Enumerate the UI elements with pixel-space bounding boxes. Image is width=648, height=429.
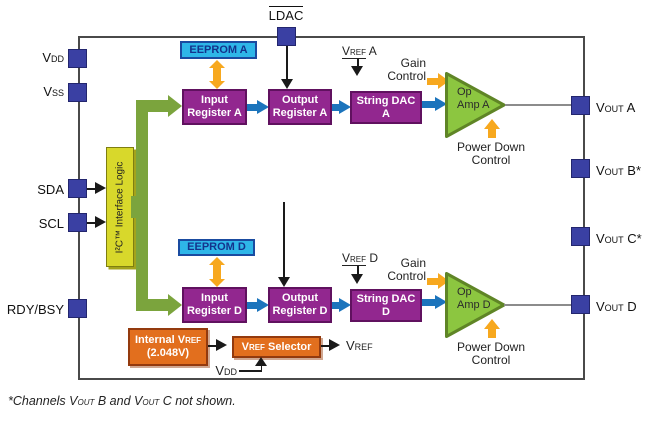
arrow-right-icon [95, 182, 106, 194]
ldac-pin [277, 27, 296, 46]
scl-pin [68, 213, 87, 232]
vout-b-pin [571, 159, 590, 178]
arrow-up-icon [209, 60, 225, 68]
i2c-bus-arm-a [147, 100, 168, 112]
vref-out-line [321, 345, 330, 347]
op-amp-a-triangle [445, 72, 506, 138]
arrow-down-icon [209, 279, 225, 287]
arrow-down-icon [281, 79, 293, 89]
arrow-right-icon [438, 73, 449, 89]
gain-d-shaft [427, 278, 438, 285]
arrow-right-icon [168, 294, 182, 316]
power-down-d-shaft [488, 329, 496, 338]
vout-a-pin-label: VOUT A [596, 100, 636, 115]
vout-d-line [504, 304, 571, 306]
sda-line [87, 188, 97, 190]
vdd-pin-label: VDD [42, 50, 64, 65]
vref-d-line [357, 266, 359, 274]
sda-pin-label: SDA [37, 182, 64, 197]
i2c-bus-trunk [136, 100, 148, 311]
internal-vref-block: Internal VREF (2.048V) [128, 328, 208, 366]
vout-c-pin [571, 227, 590, 246]
flow-shaft [247, 302, 258, 309]
arrow-right-icon [339, 298, 351, 312]
vout-b-pin-label: VOUT B* [596, 163, 642, 178]
flow-shaft [332, 104, 340, 111]
footnote: *Channels VOUT B and VOUT C not shown. [8, 394, 236, 408]
arrow-down-icon [278, 277, 290, 287]
vss-pin-label: VSS [43, 84, 64, 99]
rdy-bsy-pin [68, 299, 87, 318]
chip-boundary [78, 36, 585, 380]
scl-line [87, 222, 97, 224]
arrow-up-icon [209, 257, 225, 265]
string-dac-d-block: String DAC D [350, 289, 422, 322]
scl-pin-label: SCL [38, 216, 64, 231]
vref-d-label: VREF D [342, 251, 379, 266]
vref-a-line [357, 58, 359, 66]
gain-a-shaft [427, 78, 438, 85]
vdd-selector-vline [260, 365, 262, 371]
arrow-right-icon [329, 339, 340, 351]
arrow-right-icon [438, 273, 449, 289]
arrow-right-icon [339, 100, 351, 114]
vref-a-label: VREF A [342, 44, 377, 59]
i2c-interface-logic-label: I²C™ Interface Logic [114, 161, 126, 253]
flow-shaft [332, 302, 340, 309]
arrow-up-icon [255, 357, 267, 366]
op-amp-d-triangle [445, 272, 506, 338]
arrow-right-icon [257, 298, 269, 312]
eeprom-d-block: EEPROM D [178, 239, 255, 256]
eeprom-a-block: EEPROM A [180, 41, 257, 59]
arrow-down-icon [351, 66, 363, 76]
vout-a-line [505, 104, 571, 106]
vss-pin [68, 83, 87, 102]
arrow-right-icon [168, 95, 182, 117]
vref-selector-block: VREF Selector [232, 336, 321, 358]
sda-pin [68, 179, 87, 198]
vdd-selector-hline [239, 370, 262, 372]
eeprom-a-sync-shaft [213, 68, 221, 81]
vdd-selector-label: VDD [215, 363, 237, 378]
flow-shaft [247, 104, 258, 111]
ldac-line-d [283, 202, 285, 277]
arrow-right-icon [95, 216, 106, 228]
flow-shaft [422, 101, 436, 108]
rdy-bsy-pin-label: RDY/BSY [6, 302, 64, 317]
ldac-pin-label: LDAC [268, 6, 304, 23]
i2c-interface-logic-block: I²C™ Interface Logic [106, 147, 134, 267]
arrow-right-icon [435, 97, 447, 111]
vref-out-label: VREF [346, 338, 373, 353]
arrow-up-icon [484, 319, 500, 329]
arrow-right-icon [216, 339, 227, 351]
internal-vref-line [208, 345, 217, 347]
arrow-right-icon [435, 295, 447, 309]
vout-d-pin-label: VOUT D [596, 299, 637, 314]
vout-d-pin [571, 295, 590, 314]
i2c-bus-tab [131, 196, 138, 218]
arrow-up-icon [484, 119, 500, 129]
flow-shaft [422, 299, 436, 306]
vout-c-pin-label: VOUT C* [596, 231, 642, 246]
vout-a-pin [571, 96, 590, 115]
eeprom-d-sync-shaft [213, 265, 221, 279]
arrow-down-icon [351, 274, 363, 284]
ldac-line-a [286, 46, 288, 79]
i2c-bus-arm-d [147, 299, 168, 311]
arrow-right-icon [257, 100, 269, 114]
power-down-a-shaft [488, 129, 496, 138]
vdd-pin [68, 49, 87, 68]
arrow-down-icon [209, 81, 225, 89]
string-dac-a-block: String DAC A [350, 91, 422, 124]
